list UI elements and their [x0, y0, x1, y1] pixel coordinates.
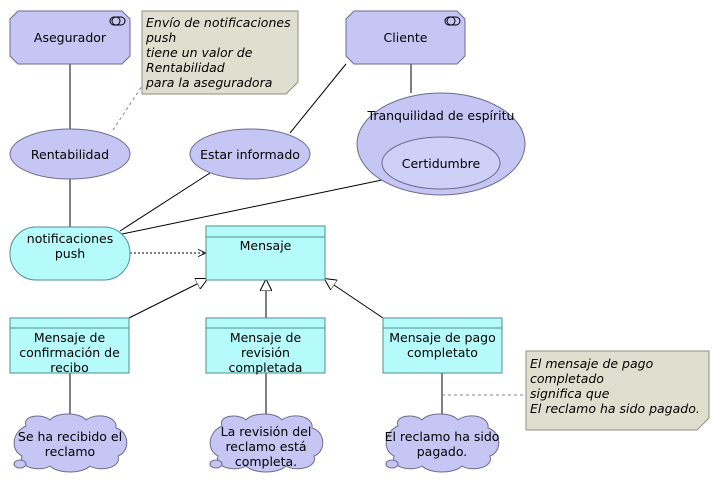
- value-tranquilidad-label: Tranquilidad de espíritu: [367, 108, 515, 123]
- note-top-shape: [141, 10, 299, 95]
- outcome-revision[interactable]: [209, 413, 324, 473]
- stakeholder-cliente[interactable]: [345, 10, 466, 65]
- note-top: Envío de notificaciones push tiene un va…: [146, 15, 291, 90]
- line-cliente-estar-informado: [289, 63, 347, 134]
- object-pago-label: Mensaje de pago completato: [389, 330, 496, 360]
- note-bottom: El mensaje de pago completado significa …: [530, 356, 700, 416]
- connections: [69, 63, 443, 420]
- arrow-pago-mensaje: [325, 279, 384, 319]
- value-rentabilidad[interactable]: [9, 128, 131, 180]
- note-connector-top: [112, 85, 143, 131]
- outcome-pagado-label: El reclamo ha sido pagado.: [384, 429, 500, 459]
- object-mensaje-label: Mensaje: [239, 238, 292, 253]
- arrow-confirmacion-mensaje: [128, 279, 207, 319]
- outcome-pagado[interactable]: [385, 413, 500, 473]
- object-confirmacion-label: Mensaje de confirmación de recibo: [19, 330, 120, 375]
- object-mensaje[interactable]: [205, 225, 326, 281]
- stakeholder-asegurador-label: Asegurador: [33, 30, 107, 45]
- specialization-arrows: [128, 279, 384, 319]
- line-estar-informado-push: [119, 172, 211, 232]
- object-revision[interactable]: [205, 317, 326, 374]
- value-rentabilidad-label: Rentabilidad: [30, 146, 110, 162]
- service-notificaciones-push-label: notificaciones push: [26, 231, 114, 261]
- outcome-recibido[interactable]: [13, 413, 128, 473]
- outcome-revision-label: La revisión del reclamo está completa.: [220, 423, 312, 469]
- line-tranquilidad-push: [121, 179, 383, 235]
- outcome-recibido-label: Se ha recibido el reclamo: [17, 429, 123, 459]
- service-notificaciones-push[interactable]: [9, 226, 131, 281]
- value-certidumbre-label: Certidumbre: [401, 155, 481, 171]
- stakeholder-cliente-label: Cliente: [383, 30, 428, 45]
- value-certidumbre[interactable]: [381, 136, 501, 190]
- object-pago[interactable]: [382, 317, 503, 374]
- stakeholder-asegurador[interactable]: [9, 10, 131, 65]
- object-confirmacion[interactable]: [9, 317, 130, 374]
- note-bottom-shape: [525, 350, 710, 431]
- value-estar-informado[interactable]: [189, 128, 311, 180]
- value-estar-informado-label: Estar informado: [200, 146, 300, 162]
- object-revision-label: Mensaje de revisión completada: [228, 330, 303, 375]
